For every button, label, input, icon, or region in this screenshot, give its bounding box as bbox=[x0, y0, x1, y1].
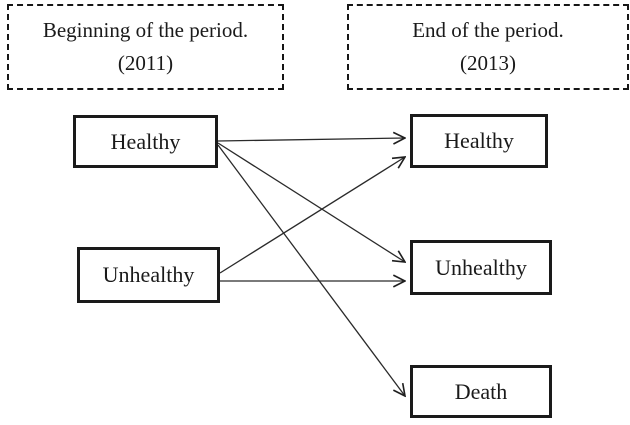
node-unhealthy-2011-label: Unhealthy bbox=[102, 262, 195, 287]
period-begin-box: Beginning of the period. (2011) bbox=[7, 4, 284, 90]
node-unhealthy-2011: Unhealthy bbox=[77, 247, 220, 303]
node-healthy-2013: Healthy bbox=[410, 114, 548, 168]
arrow-healthy2011-to-death2013 bbox=[217, 144, 405, 396]
arrow-unhealthy2011-to-healthy2013 bbox=[219, 157, 405, 274]
period-end-year: (2013) bbox=[460, 51, 516, 75]
node-healthy-2011-label: Healthy bbox=[110, 128, 181, 154]
arrow-healthy2011-to-healthy2013 bbox=[217, 138, 405, 141]
node-healthy-2011: Healthy bbox=[73, 115, 218, 168]
node-healthy-2013-label: Healthy bbox=[444, 128, 514, 153]
period-end-title: End of the period. bbox=[412, 18, 564, 42]
node-death-2013-label: Death bbox=[454, 378, 508, 404]
period-begin-title: Beginning of the period. bbox=[42, 18, 249, 42]
period-begin-year: (2011) bbox=[117, 51, 174, 75]
node-unhealthy-2013-label: Unhealthy bbox=[435, 254, 527, 280]
period-end-box: End of the period. (2013) bbox=[347, 4, 629, 90]
arrow-healthy2011-to-unhealthy2013 bbox=[217, 142, 405, 262]
node-unhealthy-2013: Unhealthy bbox=[410, 240, 552, 295]
node-death-2013: Death bbox=[410, 365, 552, 418]
